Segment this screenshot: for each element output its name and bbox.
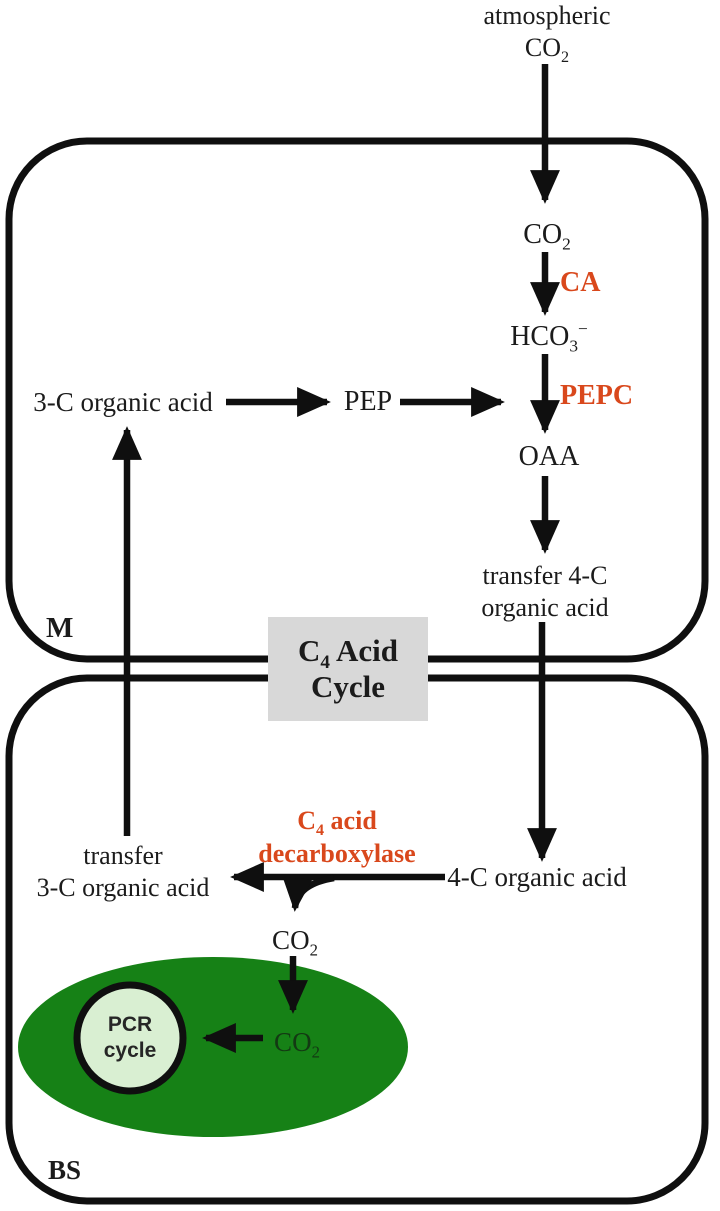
c4-acid-cycle-line2: Cycle bbox=[310, 669, 386, 704]
atmospheric-co2-label: atmospheric CO2 bbox=[483, 1, 611, 67]
oaa-label: OAA bbox=[518, 441, 580, 472]
pcr-cycle-label: PCR cycle bbox=[103, 1013, 157, 1062]
pep-label: PEP bbox=[343, 386, 393, 417]
four-c-organic-acid-label: 4-C organic acid bbox=[447, 862, 627, 892]
co2-mesophyll-label: CO2 bbox=[523, 219, 571, 254]
bundle-sheath-cell-label: BS bbox=[48, 1155, 82, 1185]
transfer-3c-label: transfer 3-C organic acid bbox=[36, 841, 210, 902]
pcr-cycle-circle bbox=[73, 981, 187, 1095]
mesophyll-cell-label: M bbox=[46, 612, 74, 644]
co2-released-label: CO2 bbox=[272, 925, 318, 960]
c4-acid-cycle-line1: C4 Acid bbox=[297, 633, 399, 674]
co2-chloroplast-label: CO2 bbox=[274, 1027, 320, 1062]
arrow-co2-release-branch bbox=[282, 874, 335, 912]
pepc-enzyme-label: PEPC bbox=[560, 380, 634, 411]
c4-acid-cycle-box: C4 Acid Cycle bbox=[268, 617, 428, 721]
three-c-organic-acid-label: 3-C organic acid bbox=[33, 387, 213, 417]
transfer-4c-label: transfer 4-C organic acid bbox=[481, 561, 609, 622]
hco3-label: HCO3− bbox=[510, 319, 588, 356]
c4-acid-decarboxylase-label: C4 acid decarboxylase bbox=[258, 806, 416, 868]
ca-enzyme-label: CA bbox=[560, 267, 601, 298]
